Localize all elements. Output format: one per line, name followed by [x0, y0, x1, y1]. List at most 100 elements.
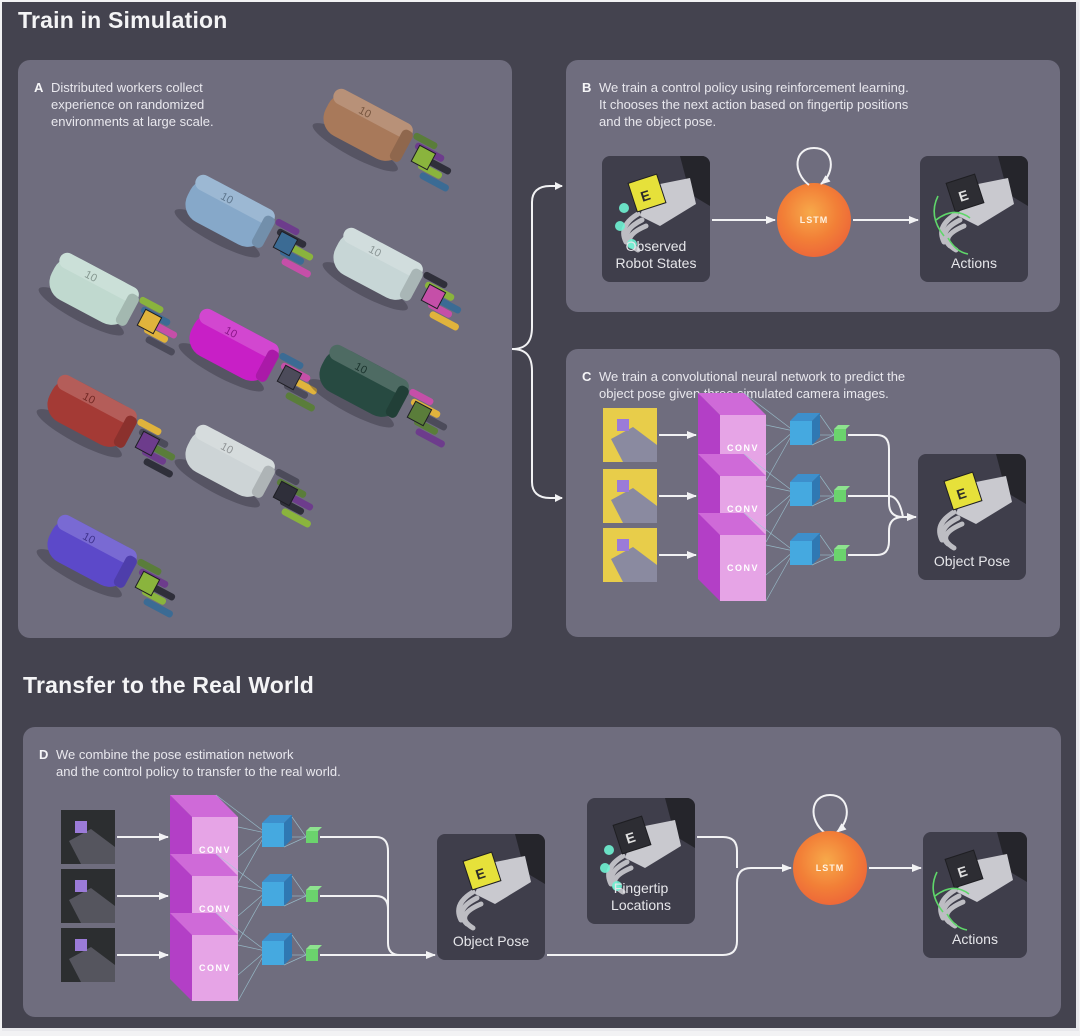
panel-letter: B — [582, 80, 592, 95]
panel-a: A Distributed workers collect experience… — [18, 60, 512, 638]
cube-in-view — [75, 939, 87, 951]
finger — [285, 392, 315, 412]
connection-line — [237, 832, 267, 884]
fingertip-glow — [615, 221, 625, 231]
capsule-label: 10 — [219, 440, 235, 456]
finger — [139, 296, 164, 314]
brace-arrow-to-b — [511, 182, 563, 350]
connection-line — [765, 430, 795, 482]
lstm-recurrent-loop — [812, 793, 848, 834]
connection-line — [765, 491, 795, 517]
output-node-top — [306, 827, 322, 831]
fingertip-locations-card: E Fingertip Locations — [587, 798, 695, 924]
connection-line — [743, 453, 795, 493]
action-arc — [946, 913, 968, 931]
conv-label: CONV — [199, 845, 231, 855]
wrist — [680, 156, 710, 206]
capsule-label: 10 — [357, 104, 373, 120]
capsule-wrist — [113, 415, 137, 448]
section-title-train: Train in Simulation — [18, 7, 228, 33]
connection-line — [765, 424, 795, 432]
connection-line — [283, 836, 307, 848]
worker-capsule: 10 — [36, 374, 176, 478]
card-label: Fingertip Locations — [611, 880, 671, 913]
card-label: Object Pose — [452, 933, 530, 949]
connection-line — [237, 950, 267, 976]
panel-a-caption: A Distributed workers collect experience… — [34, 79, 334, 130]
lstm-node: LSTM — [793, 831, 867, 905]
dense-block — [262, 882, 284, 906]
cube — [944, 849, 984, 889]
panel-letter: A — [34, 80, 44, 95]
caption-text: We combine the pose estimation network a… — [56, 747, 341, 779]
conv-block-side — [170, 913, 192, 1001]
finger — [419, 172, 449, 192]
finger — [943, 521, 965, 551]
camera-thumbnail — [61, 810, 115, 864]
output-node-top — [306, 945, 322, 949]
connection-line — [819, 475, 835, 497]
connection-line — [237, 944, 267, 952]
fingertip-glow — [627, 239, 637, 249]
conv-label: CONV — [727, 563, 759, 573]
conv-block-front — [720, 535, 766, 601]
capsule-highlight — [329, 344, 409, 395]
finger — [409, 388, 434, 406]
dense-block — [262, 941, 284, 965]
conv-block-top — [698, 393, 766, 415]
panel-d: D We combine the pose estimation network… — [23, 727, 1061, 1017]
connection-line — [743, 392, 795, 432]
dense-block — [262, 823, 284, 847]
robot-silhouette — [69, 829, 115, 864]
conv-label: CONV — [727, 443, 759, 453]
connection-line — [819, 534, 835, 556]
caption-text: Distributed workers collect experience o… — [51, 80, 214, 129]
capsule-wrist — [115, 293, 139, 326]
cube — [134, 570, 161, 597]
finger — [137, 418, 162, 436]
capsule-label: 10 — [83, 268, 99, 284]
connection-line — [765, 544, 795, 552]
connection-line — [237, 832, 267, 858]
cube-in-view — [75, 821, 87, 833]
cube — [612, 815, 652, 855]
capsule-body — [185, 179, 271, 247]
panel-b-caption: B We train a control policy using reinfo… — [582, 79, 1042, 130]
robot-hand-cube-icon: E — [456, 834, 545, 931]
capsule-highlight — [333, 88, 413, 139]
wrist — [998, 156, 1028, 206]
finger — [429, 311, 459, 331]
robot-silhouette — [69, 888, 115, 923]
cube — [410, 144, 437, 171]
cube — [272, 480, 299, 507]
dense-block-side — [812, 413, 820, 445]
actions-card: E Actions — [920, 156, 1028, 282]
robot-hand-cube-icon: E — [937, 454, 1026, 551]
cube — [272, 230, 299, 257]
capsule-highlight — [57, 374, 137, 425]
connection-line — [283, 954, 307, 966]
connection-line — [283, 895, 307, 907]
action-arc — [934, 887, 970, 897]
output-node — [306, 831, 318, 843]
panel-c: C We train a convolutional neural networ… — [566, 349, 1060, 637]
connection-line — [811, 495, 835, 507]
finger — [279, 352, 304, 370]
camera-thumbnail — [61, 869, 115, 923]
dense-block-top — [262, 815, 292, 823]
connection-line — [215, 794, 267, 834]
worker-capsule: 10 — [308, 344, 448, 448]
conv-label: CONV — [727, 504, 759, 514]
connection-line — [237, 826, 267, 834]
output-node-top — [834, 425, 850, 429]
section-title-transfer: Transfer to the Real World — [23, 672, 315, 698]
conv-block-top — [698, 454, 766, 476]
worker-capsule: 10 — [174, 174, 314, 278]
dense-block-side — [812, 533, 820, 565]
panel-b: B We train a control policy using reinfo… — [566, 60, 1060, 312]
capsule-label: 10 — [223, 324, 239, 340]
dense-block-side — [284, 933, 292, 965]
